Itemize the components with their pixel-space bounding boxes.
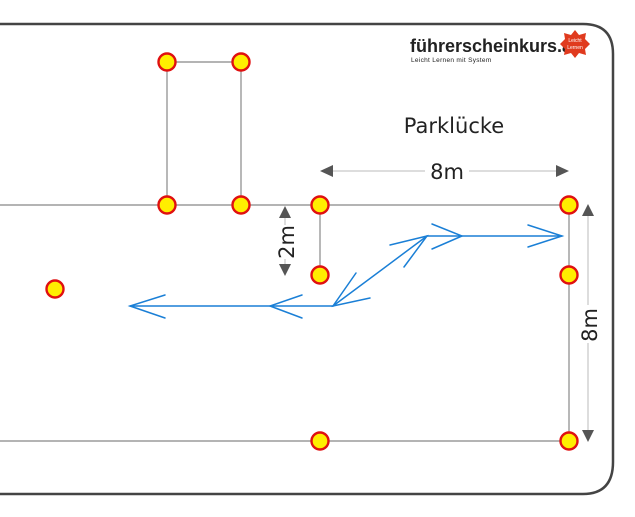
cone-2	[231, 52, 251, 72]
dimension-depth: 2m	[275, 206, 299, 276]
arrow-down-icon	[279, 264, 291, 276]
logo: führerscheinkurs.at Leicht Lernen mit Sy…	[410, 30, 590, 64]
cone-3	[157, 195, 177, 215]
logo-badge-line1: Leicht	[568, 38, 582, 44]
diagram-frame	[0, 22, 615, 496]
path-arrowhead-upright-icon	[389, 234, 429, 268]
cone-6	[559, 195, 579, 215]
cone-11	[559, 431, 579, 451]
cone-8	[559, 265, 579, 285]
cone-7	[310, 265, 330, 285]
cone-4	[231, 195, 251, 215]
cone-9	[45, 279, 65, 299]
cone-5	[310, 195, 330, 215]
arrow-right-icon	[556, 165, 569, 177]
path-arrowhead-right-icon	[527, 224, 565, 248]
cone-1	[157, 52, 177, 72]
parking-space-label: Parklücke	[404, 114, 504, 138]
dimension-length: 8m	[578, 204, 602, 442]
logo-brand: führerscheinkurs.at	[410, 36, 578, 56]
cone-10	[310, 431, 330, 451]
path-arrowhead-left-icon-2	[127, 294, 166, 319]
driving-path	[127, 223, 565, 319]
path-segment-diagonal	[332, 235, 428, 307]
logo-badge-line2: Lernen	[567, 45, 583, 51]
path-arrowhead-left-icon	[267, 294, 303, 319]
dimension-width: 8m	[320, 158, 569, 184]
logo-tagline: Leicht Lernen mit System	[411, 57, 492, 64]
logo-badge-icon: Leicht Lernen	[560, 30, 590, 58]
arrow-down-icon	[582, 430, 594, 442]
cones	[45, 52, 579, 451]
length-label: 8m	[578, 308, 602, 342]
road-lines	[0, 61, 570, 442]
width-label: 8m	[430, 160, 464, 184]
depth-label: 2m	[275, 225, 299, 259]
arrow-up-icon	[582, 204, 594, 216]
path-arrowhead-right-icon-2	[431, 223, 464, 250]
arrow-left-icon	[320, 165, 333, 177]
arrow-up-icon	[279, 206, 291, 218]
